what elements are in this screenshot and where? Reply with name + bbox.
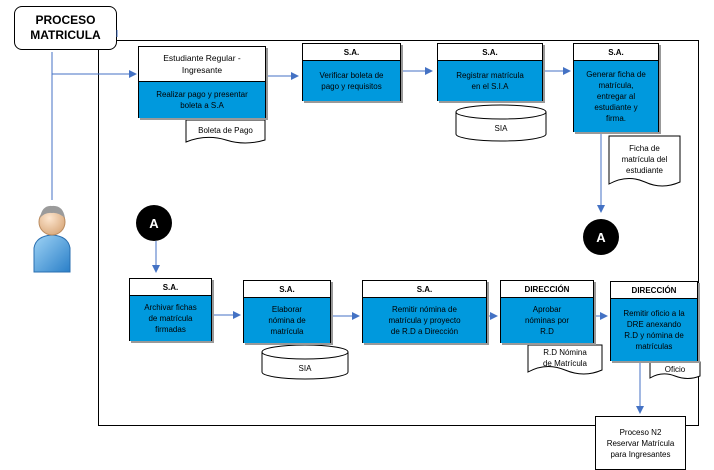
step-aprobar-nominas: DIRECCIÓN Aprobar nóminas por R.D — [500, 280, 594, 343]
step-archivar-fichas: S.A. Archivar fichas de matrícula firmad… — [129, 278, 212, 341]
step-realizar-pago: Estudiante Regular - Ingresante Realizar… — [138, 46, 266, 118]
doc-rd-shape — [527, 344, 603, 375]
doc-boleta-shape — [185, 119, 266, 144]
database-sia-label-2: SIA — [298, 364, 312, 373]
step-generar-ficha: S.A. Generar ficha de matrícula, entrega… — [573, 43, 659, 132]
step-registrar-matricula: S.A. Registrar matrícula en el S.I.A — [437, 43, 543, 101]
step-actor-label: S.A. — [438, 44, 542, 61]
step-remitir-oficio: DIRECCIÓN Remitir oficio a la DRE anexan… — [610, 281, 698, 361]
step-actor-label: DIRECCIÓN — [611, 282, 697, 299]
doc-boleta-de-pago: Boleta de Pago — [198, 125, 253, 135]
step-actor-label: Estudiante Regular - Ingresante — [139, 47, 265, 82]
step-actor-label: DIRECCIÓN — [501, 281, 593, 298]
doc-ficha-matricula: Ficha de matrícula del estudiante — [621, 143, 668, 175]
step-actor-label: S.A. — [244, 281, 330, 298]
step-remitir-nomina: S.A. Remitir nómina de matrícula y proye… — [362, 280, 487, 343]
doc-ficha-shape — [608, 135, 681, 187]
step-text: Archivar fichas de matrícula firmadas — [130, 296, 211, 341]
step-text: Realizar pago y presentar boleta a S.A — [139, 82, 265, 118]
step-text: Remitir oficio a la DRE anexando R.D y n… — [611, 299, 697, 361]
step-actor-label: S.A. — [574, 44, 658, 61]
connector-a-right: A — [583, 219, 619, 255]
step-actor-label: S.A. — [303, 44, 400, 61]
process-title: PROCESO MATRICULA — [14, 6, 117, 50]
step-text: Verificar boleta de pago y requisitos — [303, 61, 400, 101]
step-elaborar-nomina: S.A. Elaborar nómina de matrícula — [243, 280, 331, 343]
database-sia-1-shape — [455, 104, 547, 142]
step-text: Remitir nómina de matrícula y proyecto d… — [363, 298, 486, 343]
connector-a-top: A — [136, 205, 172, 241]
step-actor-label: S.A. — [130, 279, 211, 296]
step-text: Aprobar nóminas por R.D — [501, 298, 593, 343]
step-text: Generar ficha de matrícula, entregar al … — [574, 61, 658, 132]
step-verificar-boleta: S.A. Verificar boleta de pago y requisit… — [302, 43, 401, 101]
doc-oficio-shape — [649, 361, 701, 379]
step-actor-label: S.A. — [363, 281, 486, 298]
doc-oficio: Oficio — [664, 365, 686, 374]
database-sia-2-shape — [261, 344, 349, 380]
step-text: Elaborar nómina de matrícula — [244, 298, 330, 343]
next-process-box: Proceso N2 Reservar Matrícula para Ingre… — [595, 416, 686, 470]
step-text: Registrar matrícula en el S.I.A — [438, 61, 542, 101]
database-sia-label-1: SIA — [494, 124, 508, 133]
process-frame — [98, 40, 699, 426]
doc-rd-nomina: R.D Nómina de Matrícula — [542, 348, 588, 368]
user-actor-icon — [33, 205, 71, 273]
